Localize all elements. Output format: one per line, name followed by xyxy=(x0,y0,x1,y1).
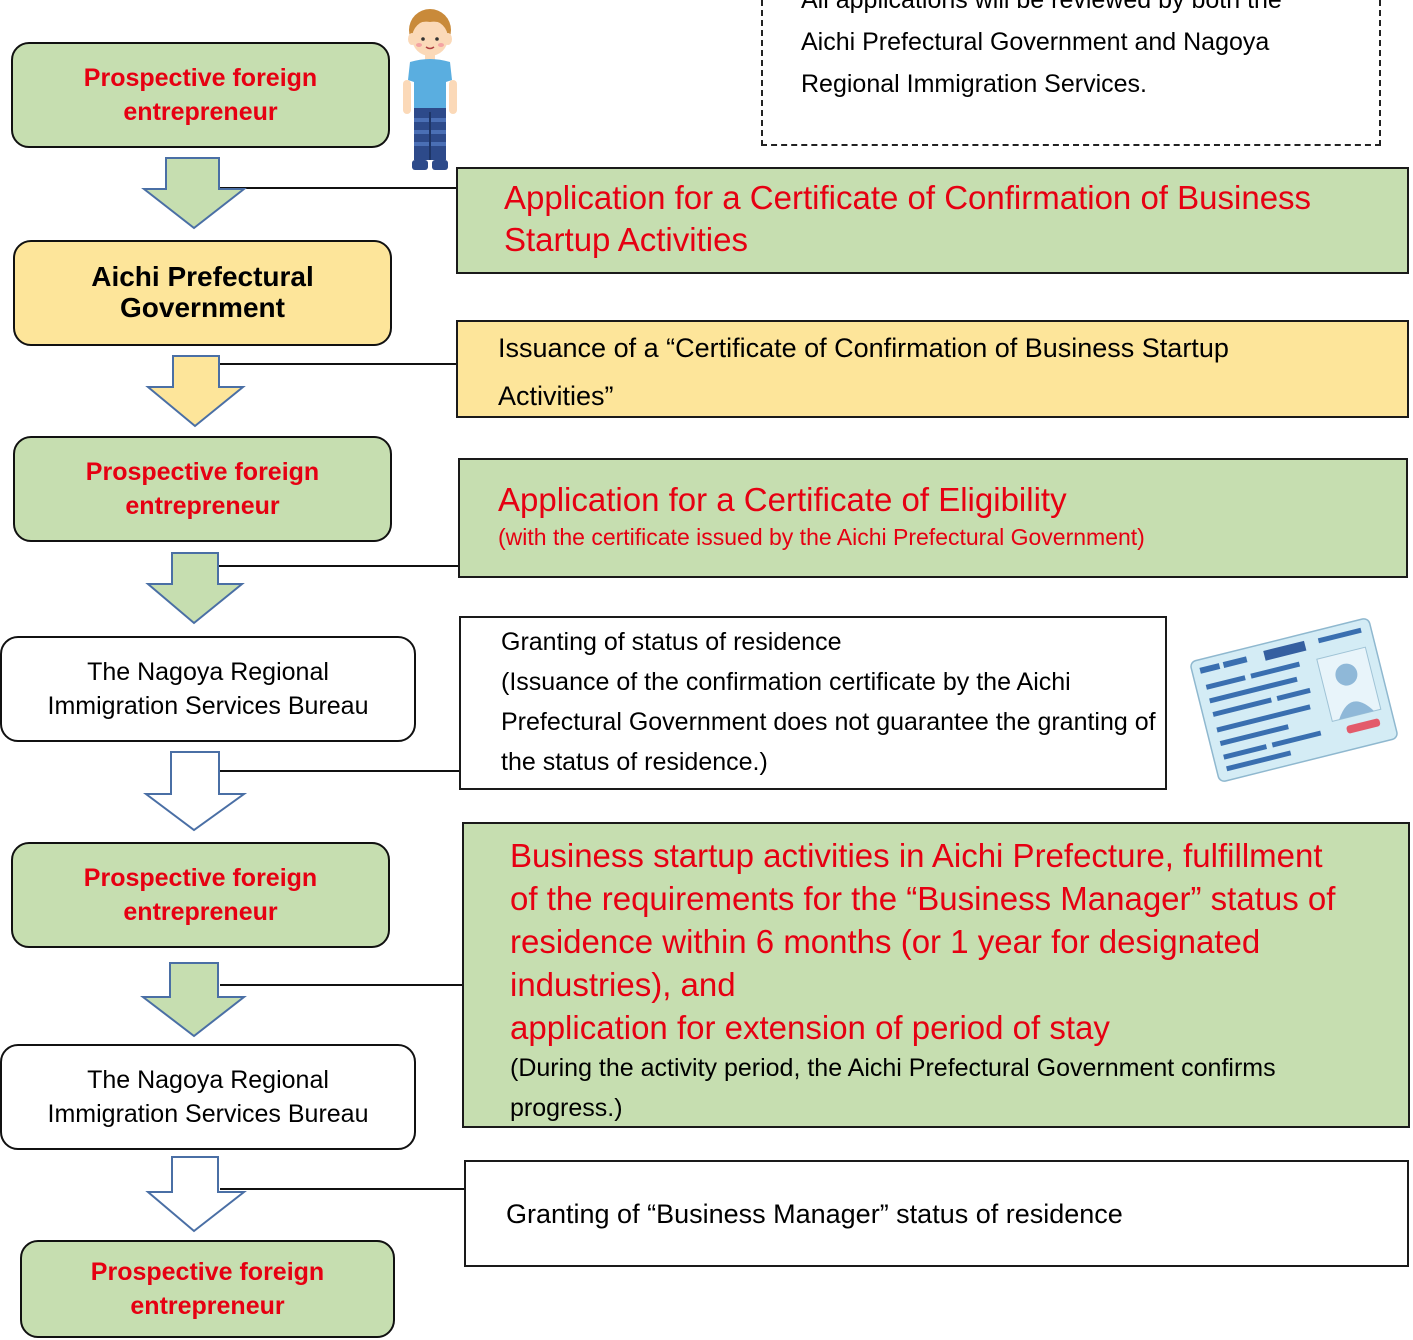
node-aichi-prefectural-government: Aichi Prefectural Government xyxy=(13,240,392,346)
node-foreign-entrepreneur-1-label: Prospective foreign entrepreneur xyxy=(83,63,318,127)
down-arrow-3 xyxy=(145,552,245,625)
down-arrow-6 xyxy=(145,1156,247,1233)
step-panel-1: Application for a Certificate of Confirm… xyxy=(456,167,1409,274)
down-arrow-1 xyxy=(141,157,247,230)
step-1-text: Application for a Certificate of Confirm… xyxy=(504,179,1312,258)
step-panel-2: Issuance of a “Certificate of Confirmati… xyxy=(456,320,1409,418)
step-2-text: Issuance of a “Certificate of Confirmati… xyxy=(498,333,1229,411)
review-note-line1: All applications will be reviewed by bot… xyxy=(801,0,1282,14)
step-panel-4: Granting of status of residence (Issuanc… xyxy=(459,616,1167,790)
node-foreign-entrepreneur-3-label: Prospective foreign entrepreneur xyxy=(83,863,318,927)
node-foreign-entrepreneur-2-label: Prospective foreign entrepreneur xyxy=(85,457,320,521)
step-3-subtext: (with the certificate issued by the Aich… xyxy=(498,524,1145,550)
step-4-text: Granting of status of residence xyxy=(501,628,842,656)
node-nagoya-immigration-bureau-2: The Nagoya Regional Immigration Services… xyxy=(0,1044,416,1150)
node-foreign-entrepreneur-4: Prospective foreign entrepreneur xyxy=(20,1240,395,1338)
step-5-text: Business startup activities in Aichi Pre… xyxy=(510,837,1336,1003)
step-6-text: Granting of “Business Manager” status of… xyxy=(506,1199,1123,1229)
node-nagoya-immigration-bureau-2-label: The Nagoya Regional Immigration Services… xyxy=(47,1065,369,1129)
step-4-subtext: (Issuance of the confirmation certificat… xyxy=(501,668,1156,776)
down-arrow-5 xyxy=(140,962,247,1038)
node-foreign-entrepreneur-3: Prospective foreign entrepreneur xyxy=(11,842,390,948)
review-note-line3: Regional Immigration Services. xyxy=(801,70,1147,98)
node-aichi-prefectural-government-label: Aichi Prefectural Government xyxy=(91,261,314,323)
down-arrow-2 xyxy=(145,355,246,428)
step-panel-3: Application for a Certificate of Eligibi… xyxy=(458,458,1408,578)
node-foreign-entrepreneur-4-label: Prospective foreign entrepreneur xyxy=(90,1257,325,1321)
review-note-line2: Aichi Prefectural Government and Nagoya xyxy=(801,28,1270,56)
residence-card-icon xyxy=(1188,614,1400,786)
step-5-subtext: (During the activity period, the Aichi P… xyxy=(510,1054,1276,1122)
person-icon xyxy=(400,6,460,172)
review-note: All applications will be reviewed by bot… xyxy=(761,0,1381,146)
node-nagoya-immigration-bureau-1-label: The Nagoya Regional Immigration Services… xyxy=(47,657,369,721)
step-3-text: Application for a Certificate of Eligibi… xyxy=(498,481,1067,518)
down-arrow-4 xyxy=(143,751,248,832)
step-panel-6: Granting of “Business Manager” status of… xyxy=(464,1160,1409,1267)
step-panel-5: Business startup activities in Aichi Pre… xyxy=(462,822,1410,1128)
node-foreign-entrepreneur-2: Prospective foreign entrepreneur xyxy=(13,436,392,542)
step-5-text-2: application for extension of period of s… xyxy=(510,1009,1110,1046)
node-nagoya-immigration-bureau-1: The Nagoya Regional Immigration Services… xyxy=(0,636,416,742)
node-foreign-entrepreneur-1: Prospective foreign entrepreneur xyxy=(11,42,390,148)
